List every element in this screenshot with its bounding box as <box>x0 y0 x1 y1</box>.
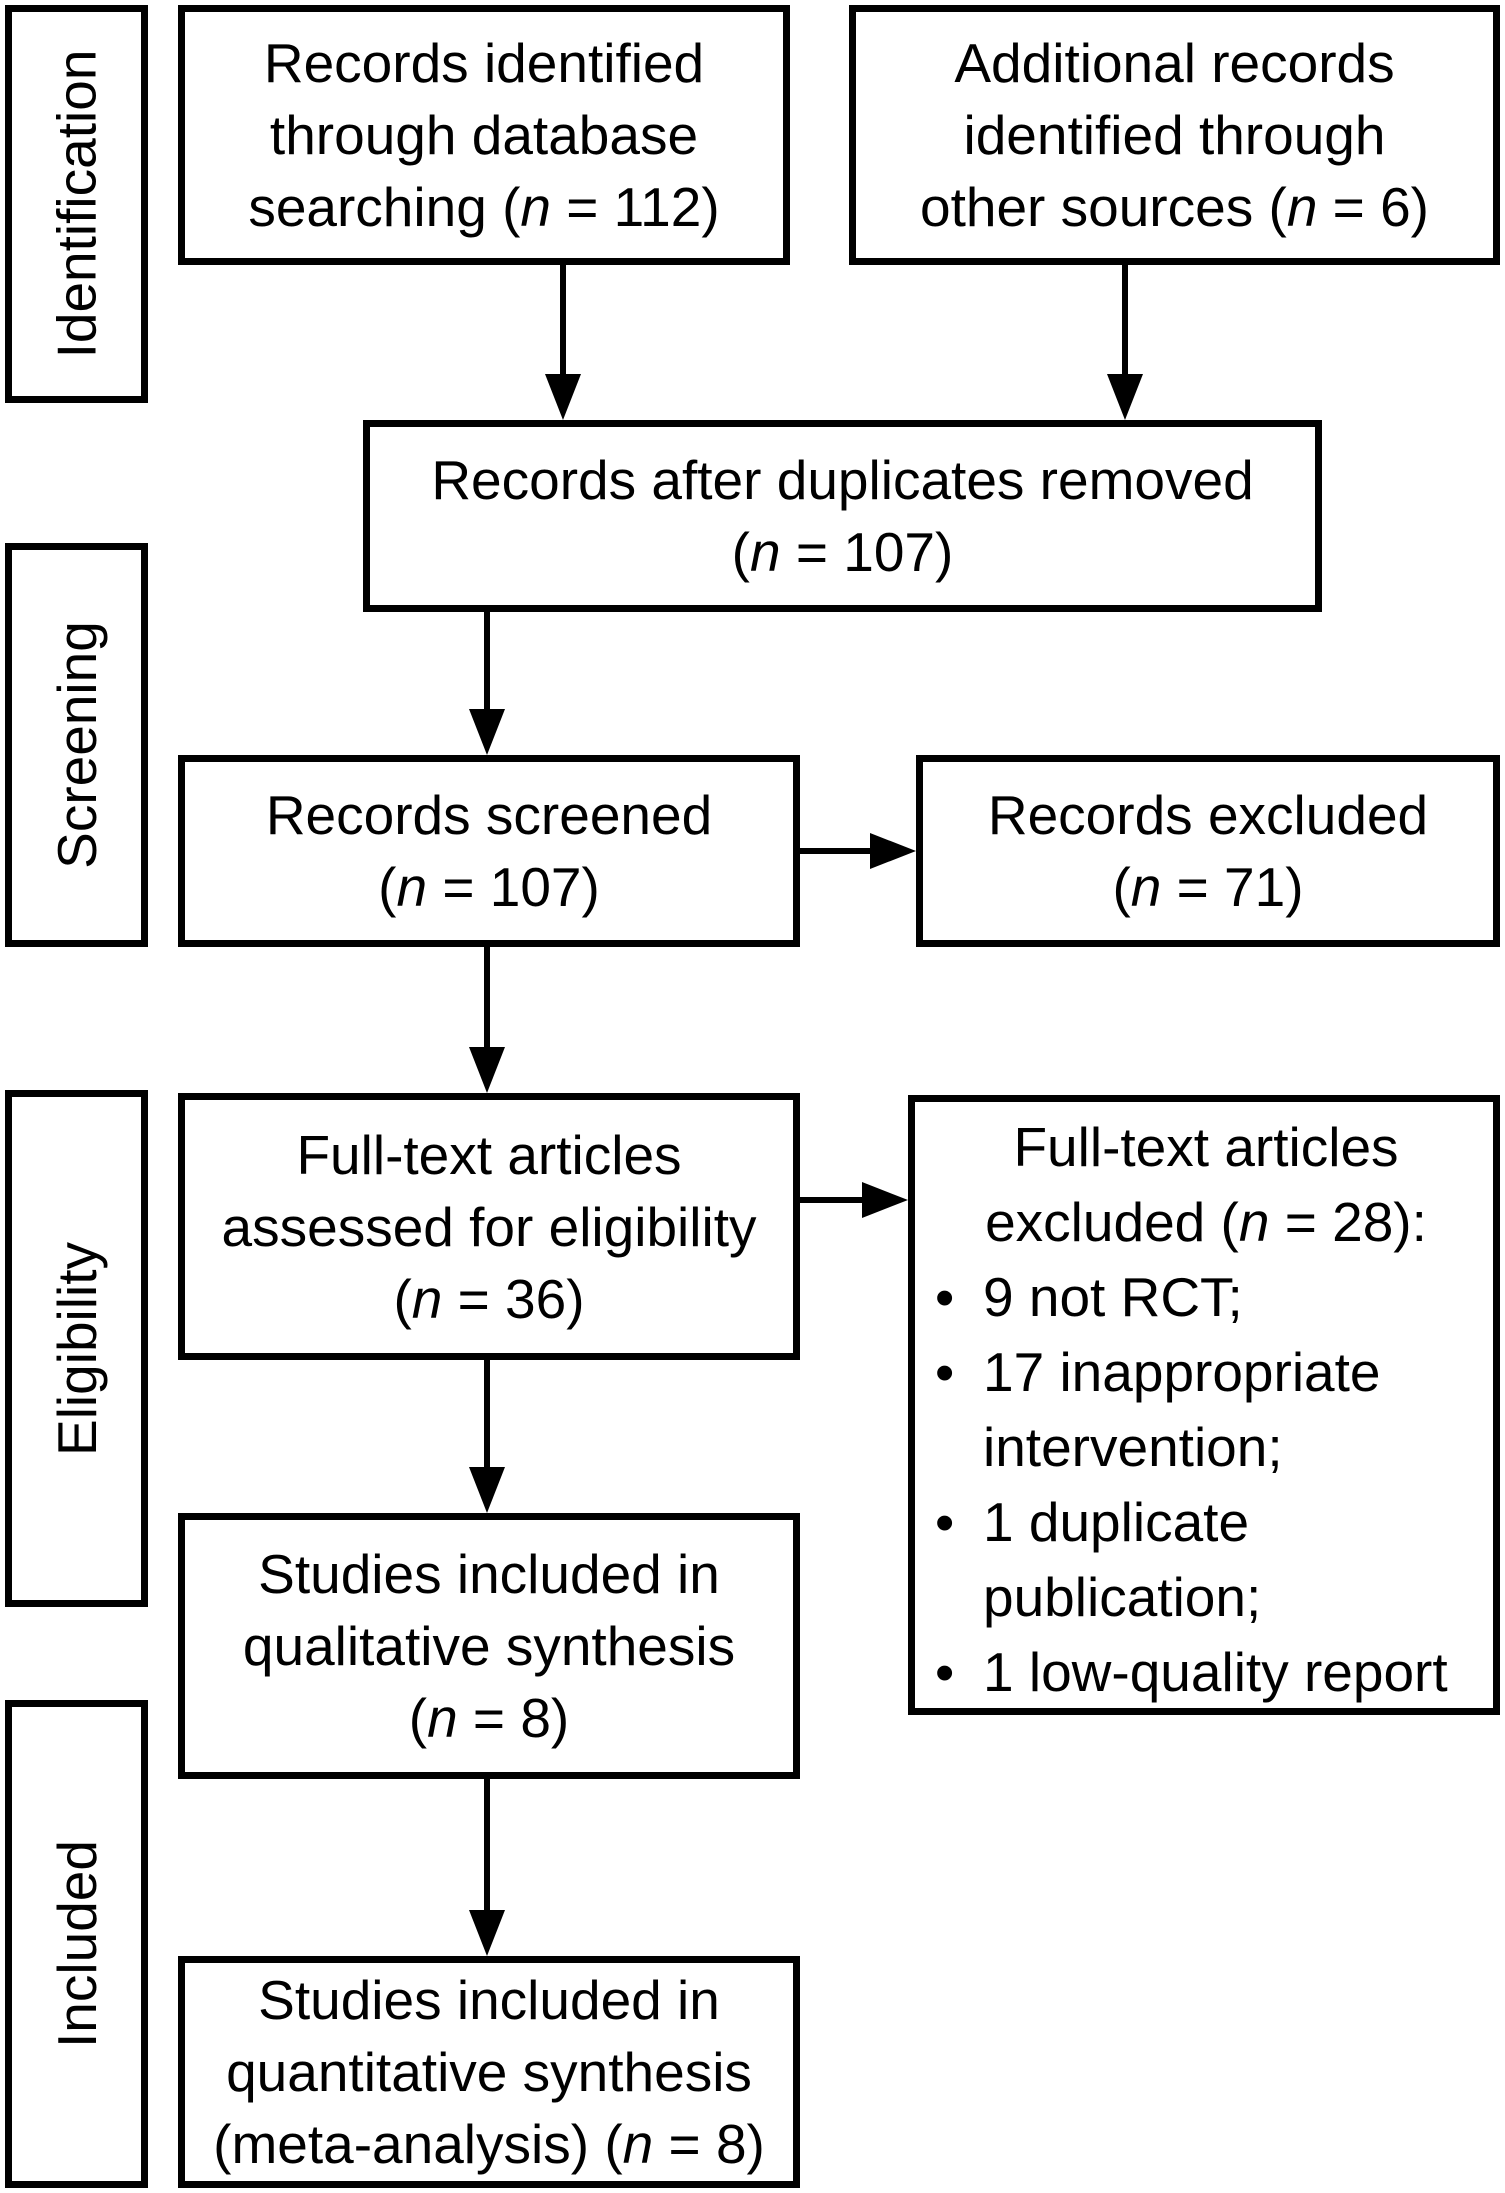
box-fulltext-assessed: Full-text articles assessed for eligibil… <box>178 1093 800 1360</box>
arrow-shaft <box>484 947 490 1047</box>
box-records-screened: Records screened (n = 107) <box>178 755 800 947</box>
arrow-screened-to-fulltext <box>469 947 505 1093</box>
stage-identification-label: Identification <box>45 49 108 359</box>
arrow-fulltext-to-excluded <box>800 1182 908 1218</box>
arrow-down-icon <box>1107 374 1143 420</box>
math-n: n <box>520 176 551 238</box>
box-records-identified: Records identified through database sear… <box>178 5 790 265</box>
math-n: n <box>622 2113 654 2175</box>
arrow-identified-to-duplicates <box>545 265 581 420</box>
box-additional-records-text: Additional records identified through ot… <box>919 32 1429 238</box>
stage-included: Included <box>5 1700 148 2188</box>
bullet-icon: • <box>935 1491 955 1553</box>
box-fulltext-excluded-title: Full-text articles excluded (n = 28): <box>985 1116 1427 1253</box>
box-fulltext-assessed-text: Full-text articles assessed for eligibil… <box>221 1123 757 1330</box>
list-item: •9 not RCT; <box>927 1260 1485 1335</box>
box-records-excluded: Records excluded (n = 71) <box>916 755 1500 947</box>
box-records-screened-text: Records screened (n = 107) <box>265 784 713 918</box>
arrow-additional-to-duplicates <box>1107 265 1143 420</box>
arrow-right-icon <box>870 833 916 869</box>
math-n: n <box>427 1687 458 1749</box>
arrow-down-icon <box>469 1047 505 1093</box>
box-quantitative-synthesis-text: Studies included in quantitative synthes… <box>213 1969 765 2175</box>
arrow-shaft <box>800 1197 862 1203</box>
arrow-shaft <box>1122 265 1128 374</box>
math-n: n <box>396 856 428 918</box>
arrow-down-icon <box>469 709 505 755</box>
arrow-qualitative-to-quantitative <box>469 1779 505 1956</box>
math-n: n <box>411 1267 443 1330</box>
box-duplicates-removed-text: Records after duplicates removed (n = 10… <box>431 449 1254 583</box>
arrow-down-icon <box>545 374 581 420</box>
arrow-shaft <box>484 1360 490 1467</box>
box-quantitative-synthesis: Studies included in quantitative synthes… <box>178 1956 800 2188</box>
box-duplicates-removed: Records after duplicates removed (n = 10… <box>363 420 1322 612</box>
list-item: •17 inappropriate intervention; <box>927 1335 1485 1485</box>
arrow-shaft <box>484 612 490 709</box>
box-qualitative-synthesis: Studies included in qualitative synthesi… <box>178 1513 800 1779</box>
list-item: •1 duplicate publication; <box>927 1485 1485 1635</box>
arrow-duplicates-to-screened <box>469 612 505 755</box>
math-n: n <box>1130 856 1162 918</box>
stage-screening: Screening <box>5 543 148 947</box>
arrow-shaft <box>800 848 870 854</box>
box-qualitative-synthesis-text: Studies included in qualitative synthesi… <box>242 1543 736 1749</box>
box-records-identified-text: Records identified through database sear… <box>248 32 720 238</box>
arrow-shaft <box>560 265 566 374</box>
arrow-shaft <box>484 1779 490 1910</box>
stage-eligibility-label: Eligibility <box>45 1241 108 1456</box>
arrow-screened-to-excluded <box>800 833 916 869</box>
stage-included-label: Included <box>45 1840 108 2048</box>
arrow-down-icon <box>469 1467 505 1513</box>
arrow-down-icon <box>469 1910 505 1956</box>
math-n: n <box>1238 1191 1270 1253</box>
box-fulltext-excluded: Full-text articles excluded (n = 28): •9… <box>908 1095 1500 1715</box>
bullet-icon: • <box>935 1341 955 1403</box>
exclusion-reason-list: •9 not RCT; •17 inappropriate interventi… <box>927 1260 1485 1710</box>
arrow-fulltext-to-qualitative <box>469 1360 505 1513</box>
math-n: n <box>1286 176 1318 238</box>
stage-screening-label: Screening <box>45 621 108 869</box>
list-item: •1 low-quality report <box>927 1635 1485 1710</box>
box-records-excluded-text: Records excluded (n = 71) <box>987 784 1429 918</box>
arrow-right-icon <box>862 1182 908 1218</box>
box-additional-records: Additional records identified through ot… <box>849 5 1500 265</box>
bullet-icon: • <box>935 1266 955 1328</box>
math-n: n <box>749 521 781 583</box>
bullet-icon: • <box>935 1641 955 1703</box>
stage-identification: Identification <box>5 5 148 403</box>
stage-eligibility: Eligibility <box>5 1090 148 1607</box>
